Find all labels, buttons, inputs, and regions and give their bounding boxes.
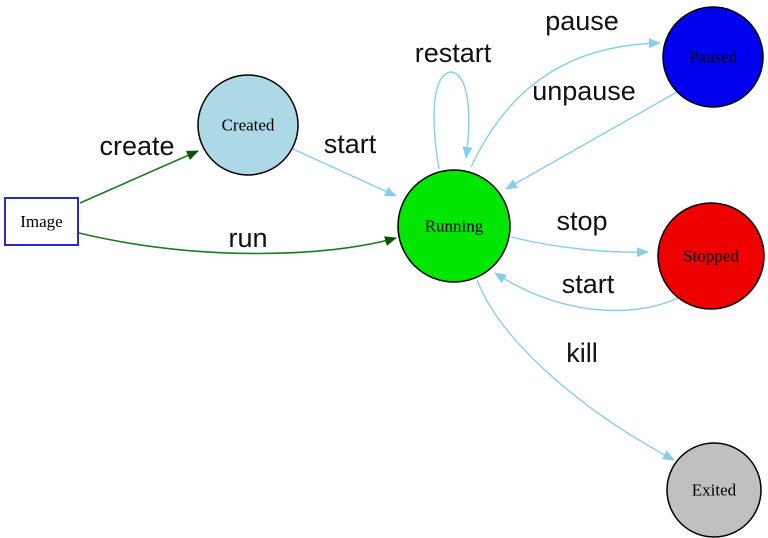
edge-run-arrow [78,232,397,255]
node-label-stopped: Stopped [683,247,739,266]
edge-create-arrow [79,150,199,204]
edge-label-restart: restart [415,38,492,68]
edge-pause-arrow [470,38,661,168]
node-label-image: Image [20,212,62,231]
exited-circle [666,442,762,538]
stopped-circle [657,202,765,310]
running-circle [397,169,511,283]
edge-start-stopped-running-arrow [494,272,679,312]
node-exited: Exited [666,442,762,538]
node-label-paused: Paused [689,48,738,67]
edge-label-unpause: unpause [532,76,636,106]
node-label-running: Running [425,217,484,236]
edge-stop-arrow [510,236,649,258]
edge-start-created-running-arrow [292,148,397,197]
node-stopped: Stopped [657,202,765,310]
node-image: Image [4,197,79,246]
created-circle [197,74,299,176]
node-label-created: Created [222,116,275,135]
edge-label-start-stopped: start [562,269,615,299]
edge-kill-arrow [476,279,675,461]
edge-label-stop: stop [556,206,607,236]
paused-circle [662,6,764,108]
edge-label-start-created: start [324,129,377,159]
image-box [4,197,79,246]
edge-label-run: run [228,223,267,253]
edge-label-kill: kill [566,338,598,368]
edge-label-create: create [99,131,174,161]
edge-unpause-arrow [505,91,678,190]
edge-restart-self-loop-arrow [433,71,473,170]
node-created: Created [197,74,299,176]
node-label-exited: Exited [692,481,737,500]
edge-label-pause: pause [545,6,619,36]
node-paused: Paused [662,6,764,108]
node-running: Running [397,169,511,283]
